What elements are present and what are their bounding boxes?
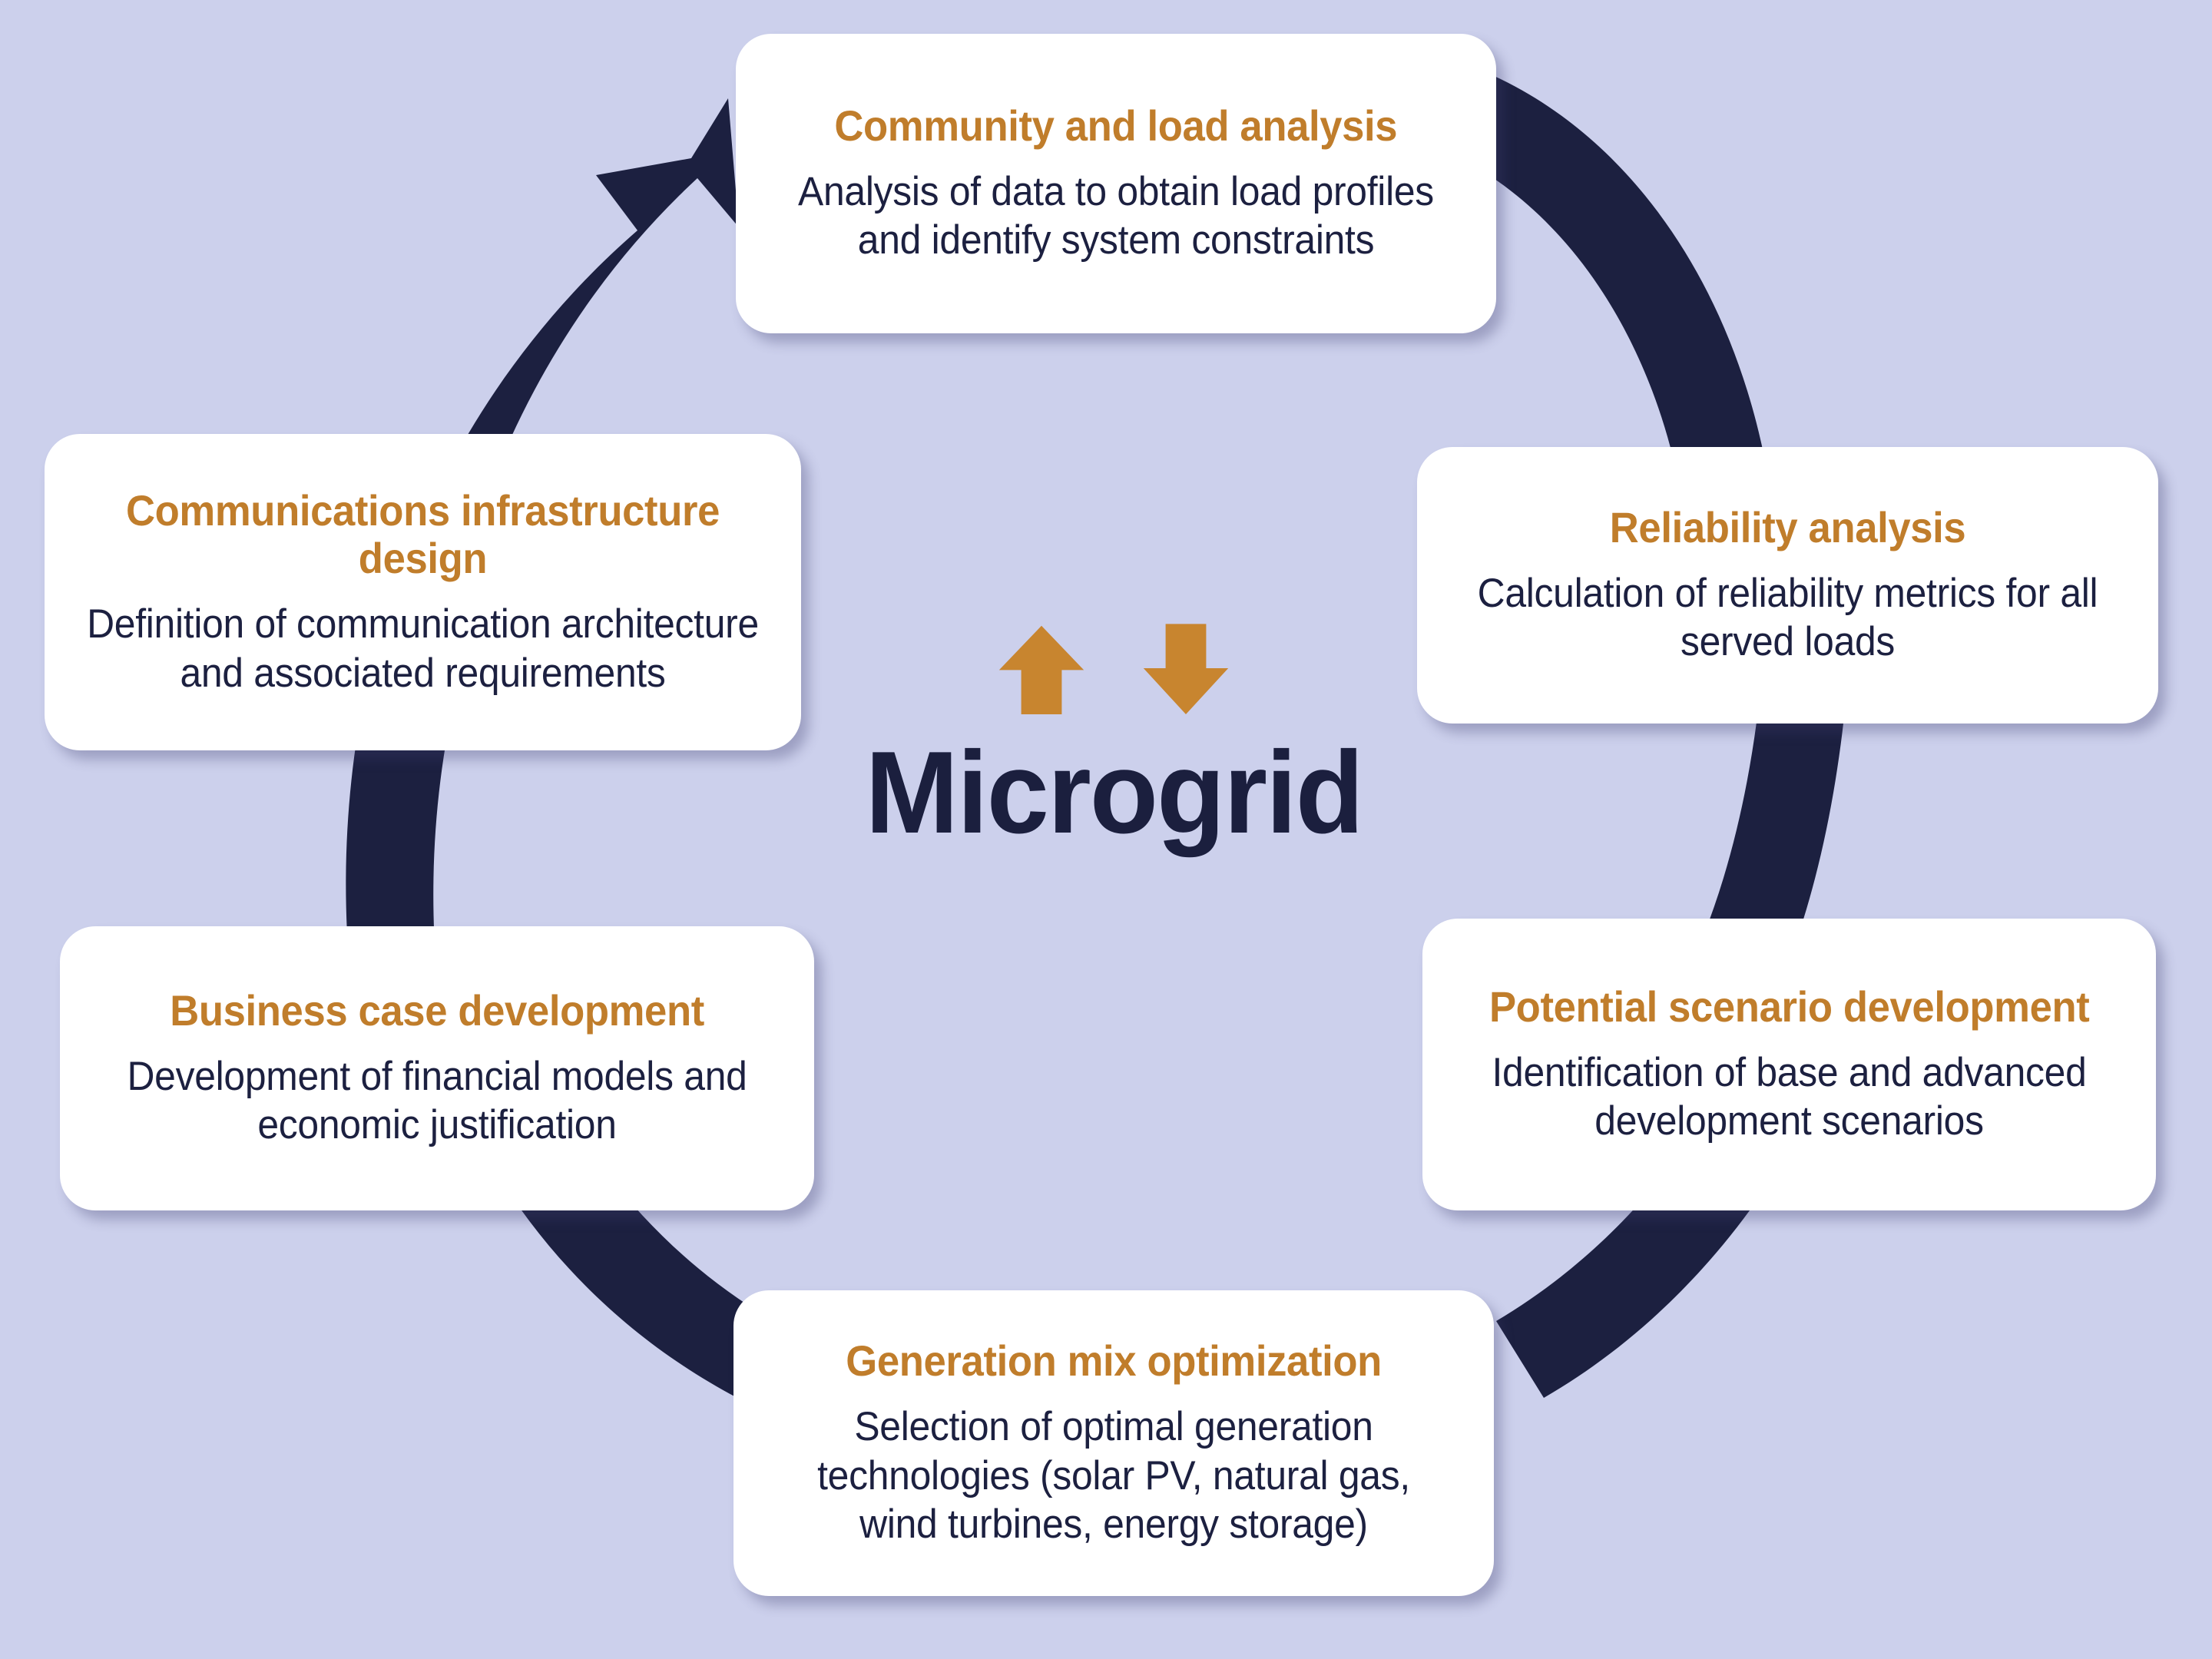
step-card-communications-infrastructure-design[interactable]: Communications infrastructure design Def… (45, 434, 801, 750)
center-hub: Microgrid (791, 622, 1436, 929)
step-card-community-and-load-analysis[interactable]: Community and load analysis Analysis of … (736, 34, 1496, 333)
step-card-business-case-development[interactable]: Business case development Development of… (60, 926, 814, 1210)
step-card-title: Generation mix optimization (846, 1336, 1382, 1386)
arrow-down-icon (1143, 624, 1229, 714)
hub-arrow-pair (995, 622, 1232, 714)
step-card-title: Potential scenario development (1488, 982, 2090, 1031)
step-card-body: Calculation of reliability metrics for a… (1477, 570, 2098, 665)
step-card-body: Analysis of data to obtain load profiles… (798, 168, 1434, 263)
step-card-body: Identification of base and advanced deve… (1492, 1049, 2087, 1144)
step-card-title: Business case development (170, 986, 704, 1035)
diagram-center-title: Microgrid (865, 727, 1363, 858)
step-card-generation-mix-optimization[interactable]: Generation mix optimization Selection of… (733, 1290, 1494, 1596)
step-card-body: Definition of communication architecture… (87, 601, 759, 696)
step-card-title: Reliability analysis (1609, 503, 1966, 552)
step-card-title: Communications infrastructure design (126, 485, 720, 583)
step-card-title: Community and load analysis (834, 101, 1398, 151)
arrow-up-icon (998, 625, 1084, 714)
step-card-body: Development of financial models and econ… (127, 1053, 747, 1148)
step-card-reliability-analysis[interactable]: Reliability analysis Calculation of reli… (1417, 447, 2158, 724)
step-card-body: Selection of optimal generation technolo… (817, 1403, 1410, 1548)
step-card-potential-scenario-development[interactable]: Potential scenario development Identific… (1422, 919, 2156, 1210)
